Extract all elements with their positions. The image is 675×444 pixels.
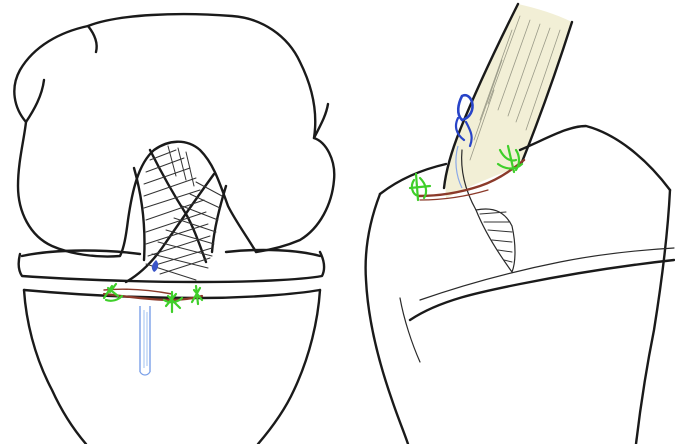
ligament-fibers [144, 146, 222, 280]
tibia-lateral-body [366, 194, 408, 444]
green-knot-icon [164, 292, 182, 312]
femur-outline [14, 14, 334, 256]
meniscus-upper-line [22, 250, 320, 256]
acl-outline [150, 150, 206, 262]
intercondylar-notch [88, 26, 97, 52]
lateral-knee-view [366, 4, 674, 444]
tibia-lateral-front [636, 190, 670, 444]
green-knot-icon [104, 284, 122, 301]
meniscus-contour [400, 298, 420, 362]
anterior-knee-view [14, 14, 334, 444]
meniscus-band [19, 252, 324, 282]
tibia-outline-right [258, 290, 320, 444]
tibia-outline [24, 290, 86, 444]
blue-tunnel-icon [140, 260, 158, 375]
green-knot-icon [192, 286, 202, 304]
medial-condyle-line [26, 80, 44, 122]
articular-surface-line [420, 248, 674, 300]
